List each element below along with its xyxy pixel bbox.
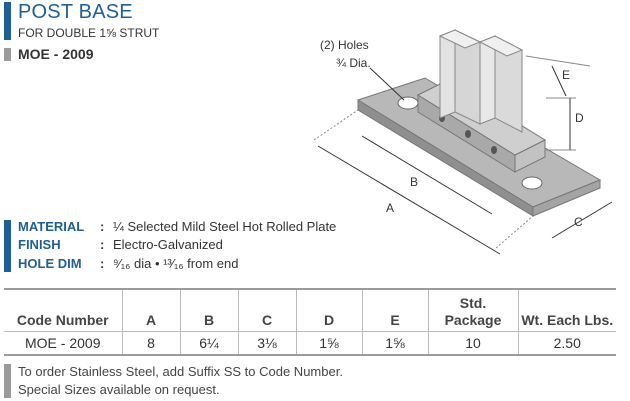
dim-b-line [361, 135, 493, 215]
page-subtitle: FOR DOUBLE 1⅝ STRUT [18, 26, 160, 40]
page-title: POST BASE [18, 1, 133, 23]
specs-accent-bar [4, 220, 11, 272]
holes-leader [369, 67, 405, 101]
title-accent-bar [4, 2, 11, 40]
col-header-weight: Wt. Each Lbs. [517, 288, 616, 331]
cell-e: 1⅝ [361, 331, 428, 356]
base-hole-left [397, 96, 419, 110]
note-stainless: To order Stainless Steel, add Suffix SS … [18, 364, 343, 379]
spec-material-value: ¼ Selected Mild Steel Hot Rolled Plate [113, 219, 337, 234]
dim-e-line [551, 65, 567, 97]
model-accent-bar [4, 48, 11, 61]
strut-top-right [478, 35, 524, 57]
col-header-a: A [121, 288, 180, 331]
post-base-illustration: (2) Holes ¾ Dia. A B C D E [313, 29, 613, 255]
col-header-c: C [237, 288, 296, 331]
dim-d-label: D [575, 111, 584, 125]
dim-c-line [551, 201, 613, 239]
dim-e-ext [525, 55, 591, 67]
spec-hole-dim-label: HOLE DIM [18, 256, 82, 271]
cell-b: 6¼ [179, 331, 238, 356]
spec-finish-value: Electro-Galvanized [113, 237, 223, 252]
dim-c-label: C [574, 215, 583, 229]
cell-weight: 2.50 [517, 331, 616, 356]
cell-d: 1⅝ [295, 331, 362, 356]
holes-callout-line1: (2) Holes [320, 38, 369, 52]
dim-a-ext1 [313, 109, 359, 141]
cell-c: 3⅛ [237, 331, 296, 356]
cell-a: 8 [121, 331, 180, 356]
strut-right-face [479, 35, 496, 125]
spec-hole-dim-value: ⁹⁄₁₆ dia • ¹³⁄₁₆ from end [113, 256, 239, 271]
notes-accent-bar [4, 364, 11, 398]
holes-callout-line2: ¾ Dia. [336, 56, 371, 70]
col-header-b: B [179, 288, 238, 331]
saddle-slot-2 [465, 130, 471, 138]
dim-a-line [317, 145, 501, 255]
spec-material-label: MATERIAL [18, 219, 85, 234]
cell-std-package: 10 [427, 331, 518, 356]
dim-a-label: A [386, 201, 394, 215]
col-header-std-package: Std. Package [427, 288, 518, 331]
table-row: MOE - 2009 8 6¼ 3⅛ 1⅝ 1⅝ 10 2.50 [4, 331, 616, 356]
base-plate-side [532, 179, 601, 217]
dim-a-ext2 [495, 215, 534, 249]
note-special-sizes: Special Sizes available on request. [18, 382, 220, 397]
table-header-row: Code Number A B C D E Std. Package Wt. E… [4, 288, 616, 331]
cell-code-number: MOE - 2009 [4, 331, 122, 356]
dimension-table: Code Number A B C D E Std. Package Wt. E… [4, 288, 616, 356]
base-hole-right [521, 176, 543, 190]
model-number: MOE - 2009 [18, 46, 94, 62]
col-header-code-number: Code Number [4, 288, 122, 331]
strut-left-face [439, 29, 456, 119]
spec-finish-label: FINISH [18, 237, 61, 252]
col-header-e: E [361, 288, 428, 331]
dim-b-label: B [410, 175, 418, 189]
saddle-slot-3 [491, 146, 497, 154]
dim-e-label: E [562, 68, 570, 82]
col-header-d: D [295, 288, 362, 331]
